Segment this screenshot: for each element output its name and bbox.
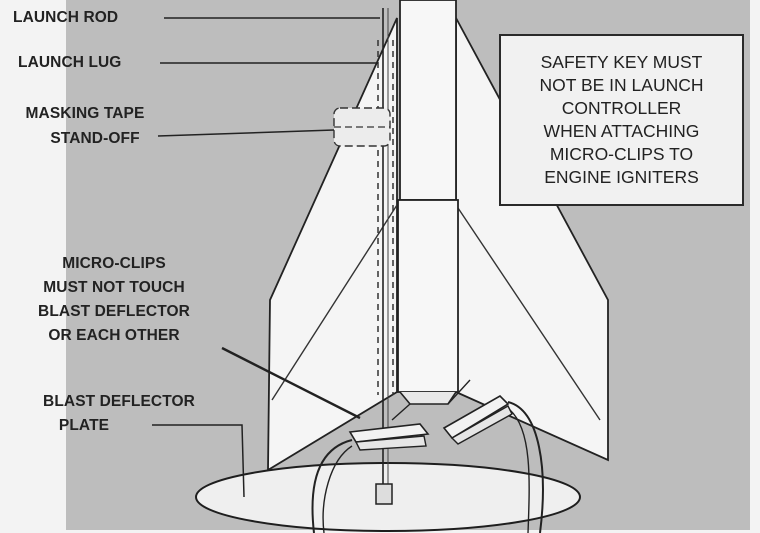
safety-line-6: ENGINE IGNITERS xyxy=(544,167,699,187)
label-micro-clips-line-4: OR EACH OTHER xyxy=(48,327,180,344)
engine-nozzle xyxy=(399,391,457,405)
body-tube xyxy=(399,0,457,201)
safety-line-4: WHEN ATTACHING xyxy=(543,121,700,141)
lead-wire-left xyxy=(311,439,353,533)
lead-wire-left-2 xyxy=(322,445,353,533)
leader-micro-clips xyxy=(221,346,361,420)
engine-section xyxy=(397,199,459,393)
igniter-left xyxy=(391,403,411,421)
left-fin-inner-line xyxy=(271,204,398,401)
label-micro-clips-line-3: BLAST DEFLECTOR xyxy=(38,303,190,320)
lead-wire-right xyxy=(507,401,544,533)
safety-line-5: MICRO-CLIPS TO xyxy=(549,144,694,164)
label-launch-lug: LAUNCH LUG xyxy=(18,54,122,71)
leader-masking-tape xyxy=(157,129,335,137)
leader-blast-deflector xyxy=(152,424,245,498)
label-blast-deflector: BLAST DEFLECTOR PLATE xyxy=(14,390,224,438)
micro-clip-left-jaw xyxy=(354,435,427,451)
label-masking-tape-line-2: STAND-OFF xyxy=(50,130,140,147)
safety-line-3: CONTROLLER xyxy=(561,98,682,118)
label-masking-tape: MASKING TAPE STAND-OFF xyxy=(12,105,158,148)
micro-clip-right-jaw xyxy=(450,405,513,445)
right-fin-inner-line xyxy=(455,204,601,421)
rod-base xyxy=(375,483,393,505)
igniter-right xyxy=(447,379,471,405)
label-blast-deflector-line-1: BLAST DEFLECTOR xyxy=(43,393,195,410)
label-launch-rod: LAUNCH ROD xyxy=(13,9,119,26)
label-masking-tape-line-1: MASKING TAPE xyxy=(25,105,145,122)
label-micro-clips: MICRO-CLIPS MUST NOT TOUCH BLAST DEFLECT… xyxy=(14,252,214,348)
label-micro-clips-line-1: MICRO-CLIPS xyxy=(62,255,166,272)
safety-line-1: SAFETY KEY MUST xyxy=(540,52,703,72)
micro-clip-left xyxy=(348,423,430,443)
micro-clip-right xyxy=(442,395,510,440)
safety-line-2: NOT BE IN LAUNCH xyxy=(539,75,704,95)
label-micro-clips-line-2: MUST NOT TOUCH xyxy=(43,279,185,296)
lead-wire-right-2 xyxy=(509,409,530,533)
safety-warning-box: SAFETY KEY MUST NOT BE IN LAUNCH CONTROL… xyxy=(499,34,744,206)
label-blast-deflector-line-2: PLATE xyxy=(58,417,110,434)
